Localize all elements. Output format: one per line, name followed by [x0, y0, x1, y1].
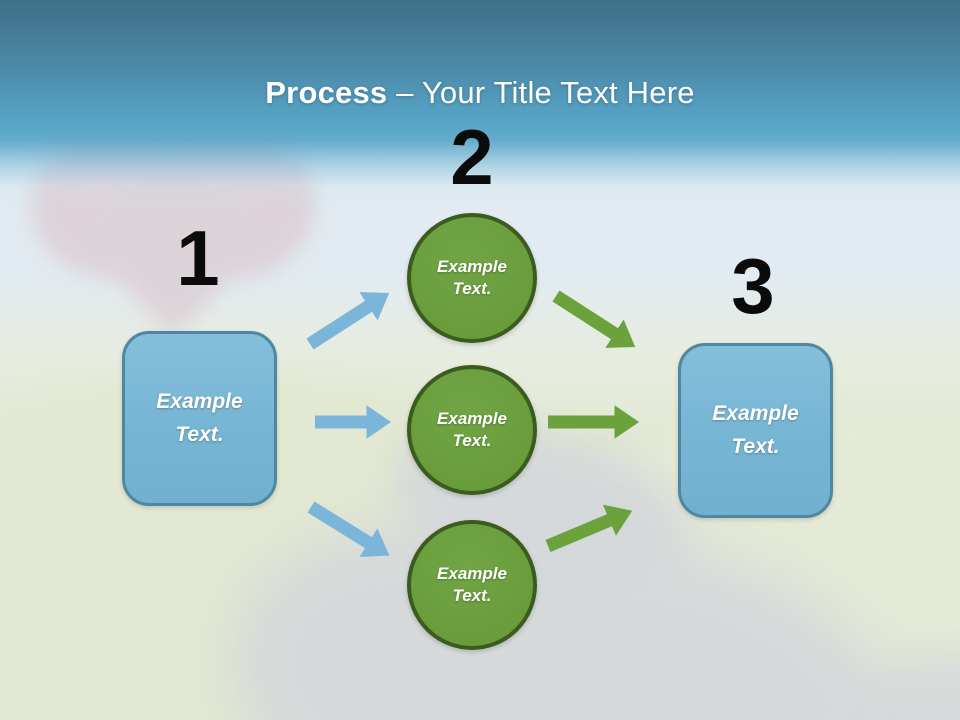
step2-circle-middle: Example Text.	[407, 365, 537, 495]
step2-circle-middle-label: Example Text.	[437, 408, 507, 450]
step2-circle-top-label: Example Text.	[437, 256, 507, 298]
step3-box-label: Example Text.	[712, 401, 799, 458]
step3-box: Example Text.	[678, 343, 833, 518]
step2-circle-bottom-label: Example Text.	[437, 563, 507, 605]
step-number-2: 2	[450, 113, 494, 201]
title-rest: – Your Title Text Here	[396, 74, 695, 110]
step2-circle-top: Example Text.	[407, 213, 537, 343]
slide-title: Process – Your Title Text Here	[0, 75, 960, 111]
step-number-1: 1	[176, 214, 220, 302]
step1-box-label: Example Text.	[156, 389, 243, 446]
title-banner	[0, 0, 960, 212]
step2-circle-bottom: Example Text.	[407, 520, 537, 650]
title-emphasis: Process	[265, 74, 388, 110]
step1-box: Example Text.	[122, 331, 277, 506]
step-number-3: 3	[731, 242, 775, 330]
